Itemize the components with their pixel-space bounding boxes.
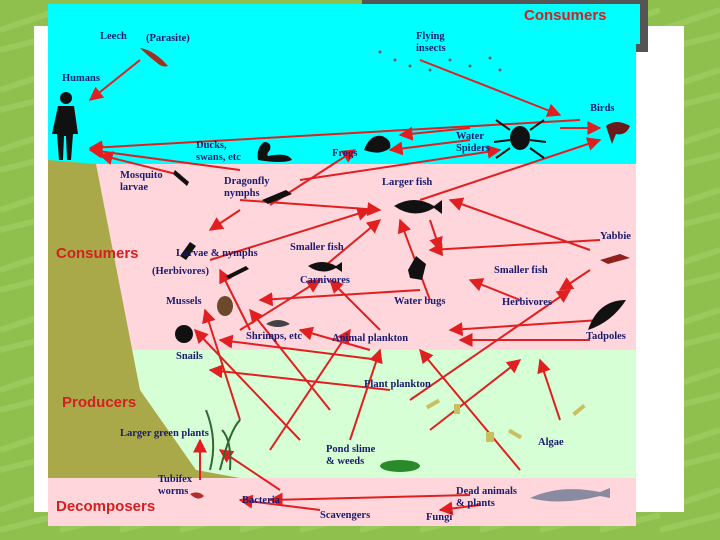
- zone-label-producers: Producers: [62, 394, 137, 411]
- human-icon: [52, 92, 78, 160]
- snail-icon: [175, 325, 193, 343]
- label-fungi: Fungi: [426, 512, 453, 523]
- mussel-icon: [217, 296, 233, 316]
- label-dragonfly-nymphs: Dragonfly nymphs: [224, 176, 270, 200]
- label-larger-fish: Larger fish: [382, 177, 433, 188]
- upper-water-zone: [48, 164, 636, 350]
- label-shrimps: Shrimps, etc: [246, 331, 302, 342]
- label-mosquito-larvae: Mosquito larvae: [120, 170, 163, 194]
- label-scavengers: Scavengers: [320, 510, 371, 521]
- label-tadpoles: Tadpoles: [586, 331, 626, 342]
- zone-label-consumers: Consumers: [56, 245, 139, 262]
- pond-slime-icon: [380, 460, 420, 472]
- label-smaller-fish-herbivores: Smaller fish: [494, 265, 548, 276]
- food-arrows: [88, 59, 602, 516]
- plant-plankton-icon: [425, 398, 586, 442]
- label-larvae-nymphs: Larvae & nymphs: [176, 248, 258, 259]
- label-mussels: Mussels: [166, 296, 202, 307]
- duck-icon: [257, 142, 292, 162]
- zone-label-decomposers: Decomposers: [56, 498, 156, 515]
- label-pond-slime: Pond slime & weeds: [326, 444, 376, 468]
- label-frogs: Frogs: [332, 148, 358, 159]
- tadpole-icon: [588, 300, 626, 330]
- bottom-layer: [48, 478, 636, 526]
- water-bug-icon: [408, 256, 426, 280]
- shrimp-icon: [266, 320, 290, 327]
- larvae-icon: [180, 242, 196, 260]
- label-parasite: (Parasite): [146, 33, 190, 44]
- flying-insects-icon: [378, 50, 502, 72]
- smaller-fish-icon: [308, 262, 342, 272]
- label-larger-green-plants: Larger green plants: [120, 428, 209, 439]
- leech-icon: [140, 48, 168, 67]
- label-water-spiders: Water Spiders: [456, 131, 490, 155]
- dragonfly-nymph-icon: [262, 190, 292, 204]
- larger-fish-icon: [394, 200, 442, 214]
- bird-icon: [606, 122, 630, 144]
- tubifex-icon: [190, 492, 204, 499]
- label-herbivores: Herbivores: [502, 297, 552, 308]
- label-animal-plankton: Animal plankton: [332, 333, 409, 344]
- water-spider-icon: [493, 119, 547, 159]
- green-plant-icon: [205, 409, 241, 471]
- label-water-bugs: Water bugs: [394, 296, 446, 307]
- label-smaller-fish: Smaller fish: [290, 242, 344, 253]
- page-title: Consumers: [524, 7, 607, 24]
- label-leech: Leech: [100, 31, 127, 42]
- label-dead-animals: Dead animals & plants: [456, 486, 517, 510]
- label-birds: Birds: [590, 103, 615, 114]
- label-humans: Humans: [62, 73, 100, 84]
- nymph-icon: [226, 266, 249, 279]
- frog-icon: [364, 135, 391, 153]
- yabbie-icon: [600, 254, 630, 264]
- mosquito-larvae-icon: [173, 170, 189, 186]
- dead-fish-icon: [530, 488, 610, 502]
- label-carnivores: Carnivores: [300, 275, 350, 286]
- label-ducks: Ducks, swans, etc: [196, 140, 241, 164]
- label-herbivores-paren: (Herbivores): [152, 266, 209, 277]
- label-tubifex-worms: Tubifex worms: [158, 474, 193, 498]
- label-algae: Algae: [538, 437, 564, 448]
- label-plant-plankton: Plant plankton: [364, 379, 431, 390]
- label-yabbie: Yabbie: [600, 231, 631, 242]
- title-box: [368, 4, 640, 44]
- label-bacteria: Bacteria: [242, 495, 280, 506]
- label-snails: Snails: [176, 351, 203, 362]
- creature-icons: [52, 48, 630, 502]
- label-flying-insects: Flying insects: [416, 31, 446, 55]
